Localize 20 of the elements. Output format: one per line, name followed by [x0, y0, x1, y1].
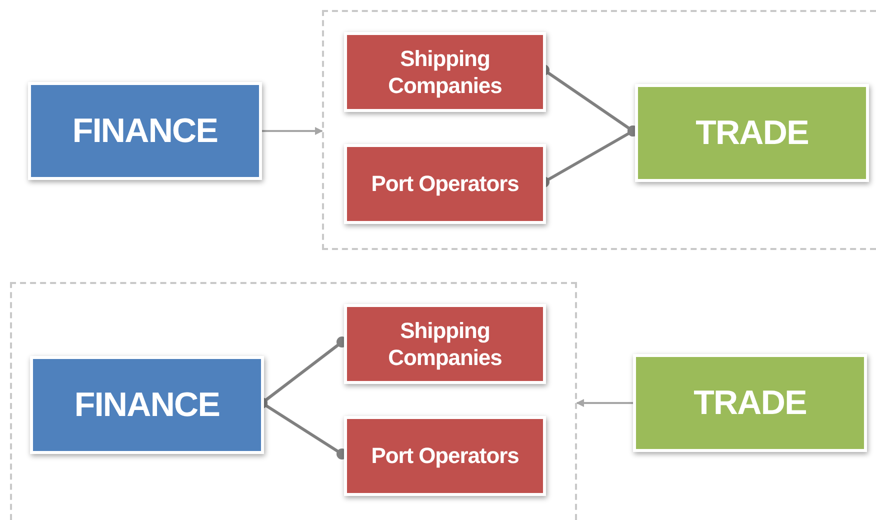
process-box [344, 32, 546, 112]
arrow [576, 399, 633, 407]
box-label: TRADE [696, 112, 808, 154]
box-label: TRADE [694, 382, 806, 424]
process-box [344, 304, 546, 384]
box-label: Port Operators [371, 442, 519, 470]
dashed-group-frame [10, 282, 577, 520]
process-box [344, 416, 546, 496]
box-label: FINANCE [74, 384, 220, 426]
process-box [344, 144, 546, 224]
box-label: Port Operators [371, 170, 519, 198]
dashed-group-frame [322, 10, 876, 250]
process-box [28, 82, 262, 180]
box-label: Shipping Companies [387, 316, 503, 372]
box-label: FINANCE [72, 110, 218, 152]
box-label: Shipping Companies [387, 44, 503, 100]
process-box [30, 356, 264, 454]
process-box [635, 84, 869, 182]
arrow [262, 127, 323, 135]
process-box [633, 354, 867, 452]
